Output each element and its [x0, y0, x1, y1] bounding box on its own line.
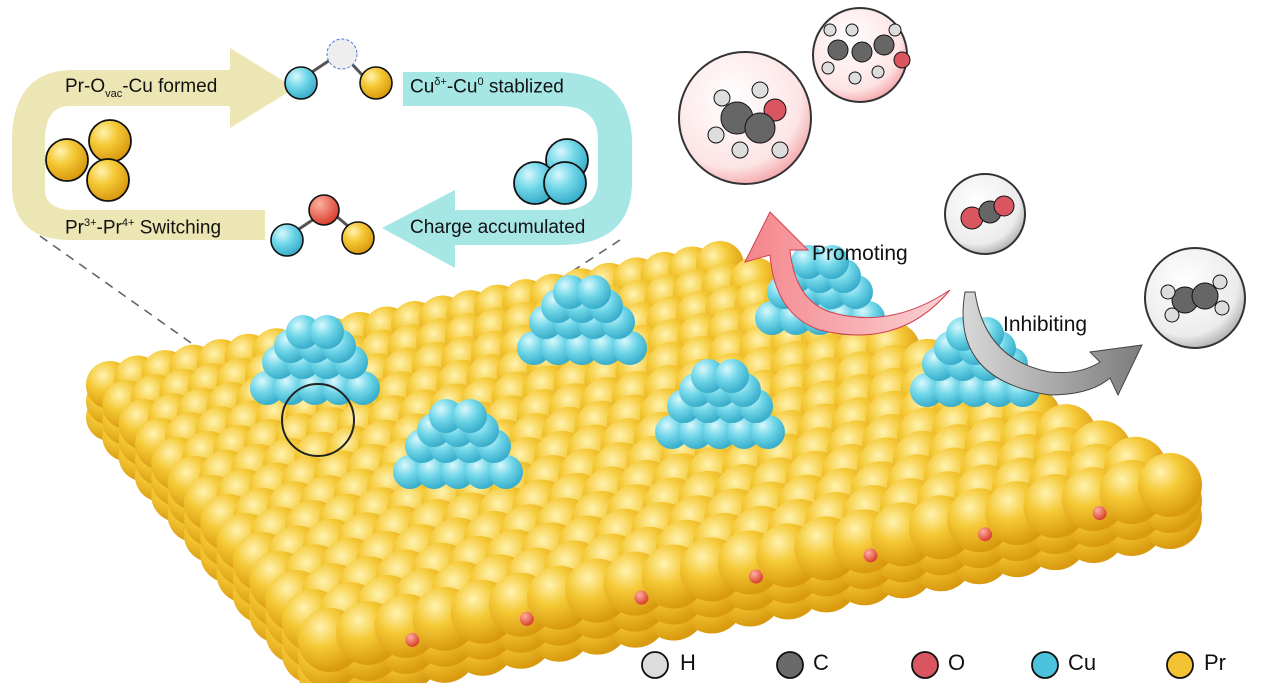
- legend-o: O: [948, 650, 966, 675]
- co-bubble: [944, 173, 1026, 255]
- cu-atom: [322, 371, 356, 405]
- pr-atom-icon: [341, 221, 375, 255]
- cu-atom: [727, 415, 761, 449]
- cu-atom: [577, 275, 611, 309]
- cu-atom: [751, 415, 785, 449]
- inhibiting-arrow: [962, 291, 1143, 397]
- label-sup: 4+: [121, 217, 135, 229]
- pr-cluster-icon: [45, 119, 132, 202]
- cu-atom: [517, 331, 551, 365]
- cu-atom: [465, 455, 499, 489]
- cu-atom: [553, 275, 587, 309]
- cu-atom: [565, 331, 599, 365]
- label-sup: 3+: [84, 217, 97, 229]
- zoom-line-left: [39, 235, 301, 421]
- o-atom: [519, 611, 534, 626]
- o-atom: [749, 569, 763, 584]
- cu-atom: [310, 315, 344, 349]
- label-part: Switching: [134, 217, 222, 239]
- o-atom: [1092, 506, 1107, 521]
- beige-cycle-arrow: [12, 48, 295, 240]
- cu-atom: [703, 415, 737, 449]
- label-part: -Cu formed: [122, 76, 218, 97]
- cu-atom: [691, 359, 725, 393]
- cu-atom: [441, 455, 475, 489]
- promoting-arrow: [744, 211, 951, 336]
- pr-switching-label: Pr3+-Pr4+ Switching: [65, 217, 221, 239]
- cu-atom: [417, 455, 451, 489]
- ovac-formed-label: Pr-Ovac-Cu formed: [65, 76, 217, 100]
- ovac-motif: [284, 38, 393, 100]
- cu-atom: [286, 315, 320, 349]
- pr-atom-icon: [359, 66, 393, 100]
- cu-atom: [298, 371, 332, 405]
- legend-c: C: [813, 650, 829, 675]
- cu-atom: [346, 371, 380, 405]
- pr-oxide-surface: [86, 241, 1202, 683]
- cu-atom: [934, 373, 968, 407]
- highlight-circle: [281, 383, 355, 457]
- cu-atom: [815, 245, 849, 279]
- cu-atom: [489, 455, 523, 489]
- cu-atom: [453, 399, 487, 433]
- label-part: Pr: [65, 217, 84, 239]
- o-atom: [634, 590, 649, 605]
- o-atom: [863, 548, 878, 563]
- propanol-bubble: [812, 7, 911, 103]
- inhibiting-label: Inhibiting: [1003, 313, 1088, 336]
- cu-atom: [755, 301, 789, 335]
- cu-o-pr-motif: [270, 194, 375, 257]
- legend-cu: Cu: [1068, 650, 1097, 675]
- legend-icons: [641, 651, 1194, 679]
- legend-h-icon: [641, 651, 669, 679]
- o-atom: [405, 632, 420, 647]
- cu-cluster-icon: [513, 138, 589, 205]
- legend-c-icon: [776, 651, 804, 679]
- cu-atom: [250, 371, 284, 405]
- cu-atom: [393, 455, 427, 489]
- label-sup: 0: [477, 76, 484, 88]
- label-sub: vac: [105, 87, 123, 100]
- label-sup: δ+: [434, 76, 447, 88]
- cu-atom: [589, 331, 623, 365]
- label-part: stablized: [483, 76, 564, 98]
- cu-atom: [613, 331, 647, 365]
- cu-atom: [715, 359, 749, 393]
- label-part: Pr-O: [65, 76, 106, 97]
- pr-atom: [1138, 453, 1202, 517]
- ethylene-bubble: [1144, 247, 1246, 349]
- cu-atom: [958, 373, 992, 407]
- promoting-label: Promoting: [812, 242, 908, 265]
- cu-atom: [541, 331, 575, 365]
- legend-pr: Pr: [1204, 650, 1226, 675]
- charge-accumulated-label: Charge accumulated: [410, 217, 586, 238]
- legend-o-icon: [911, 651, 939, 679]
- o-atom-icon: [308, 194, 340, 226]
- cu-atom: [679, 415, 713, 449]
- cu-atom-icon: [284, 66, 318, 100]
- oxygen-vacancy-icon: [326, 38, 358, 70]
- cu-atom-icon: [270, 223, 304, 257]
- cu-atom: [429, 399, 463, 433]
- ethanol-bubble: [678, 51, 812, 185]
- cu-atom: [655, 415, 689, 449]
- legend-pr-icon: [1166, 651, 1194, 679]
- cu-atom: [910, 373, 944, 407]
- legend-h: H: [680, 650, 696, 675]
- label-part: -Cu: [446, 76, 478, 98]
- teal-cycle-arrow: [382, 72, 632, 268]
- legend-cu-icon: [1031, 651, 1059, 679]
- cu-atom: [791, 245, 825, 279]
- cu-stabilized-label: Cuδ+-Cu0 stablized: [410, 76, 564, 98]
- cu-atom: [274, 371, 308, 405]
- label-part: -Pr: [96, 217, 122, 239]
- o-atom: [978, 527, 993, 542]
- label-part: Cu: [410, 76, 435, 98]
